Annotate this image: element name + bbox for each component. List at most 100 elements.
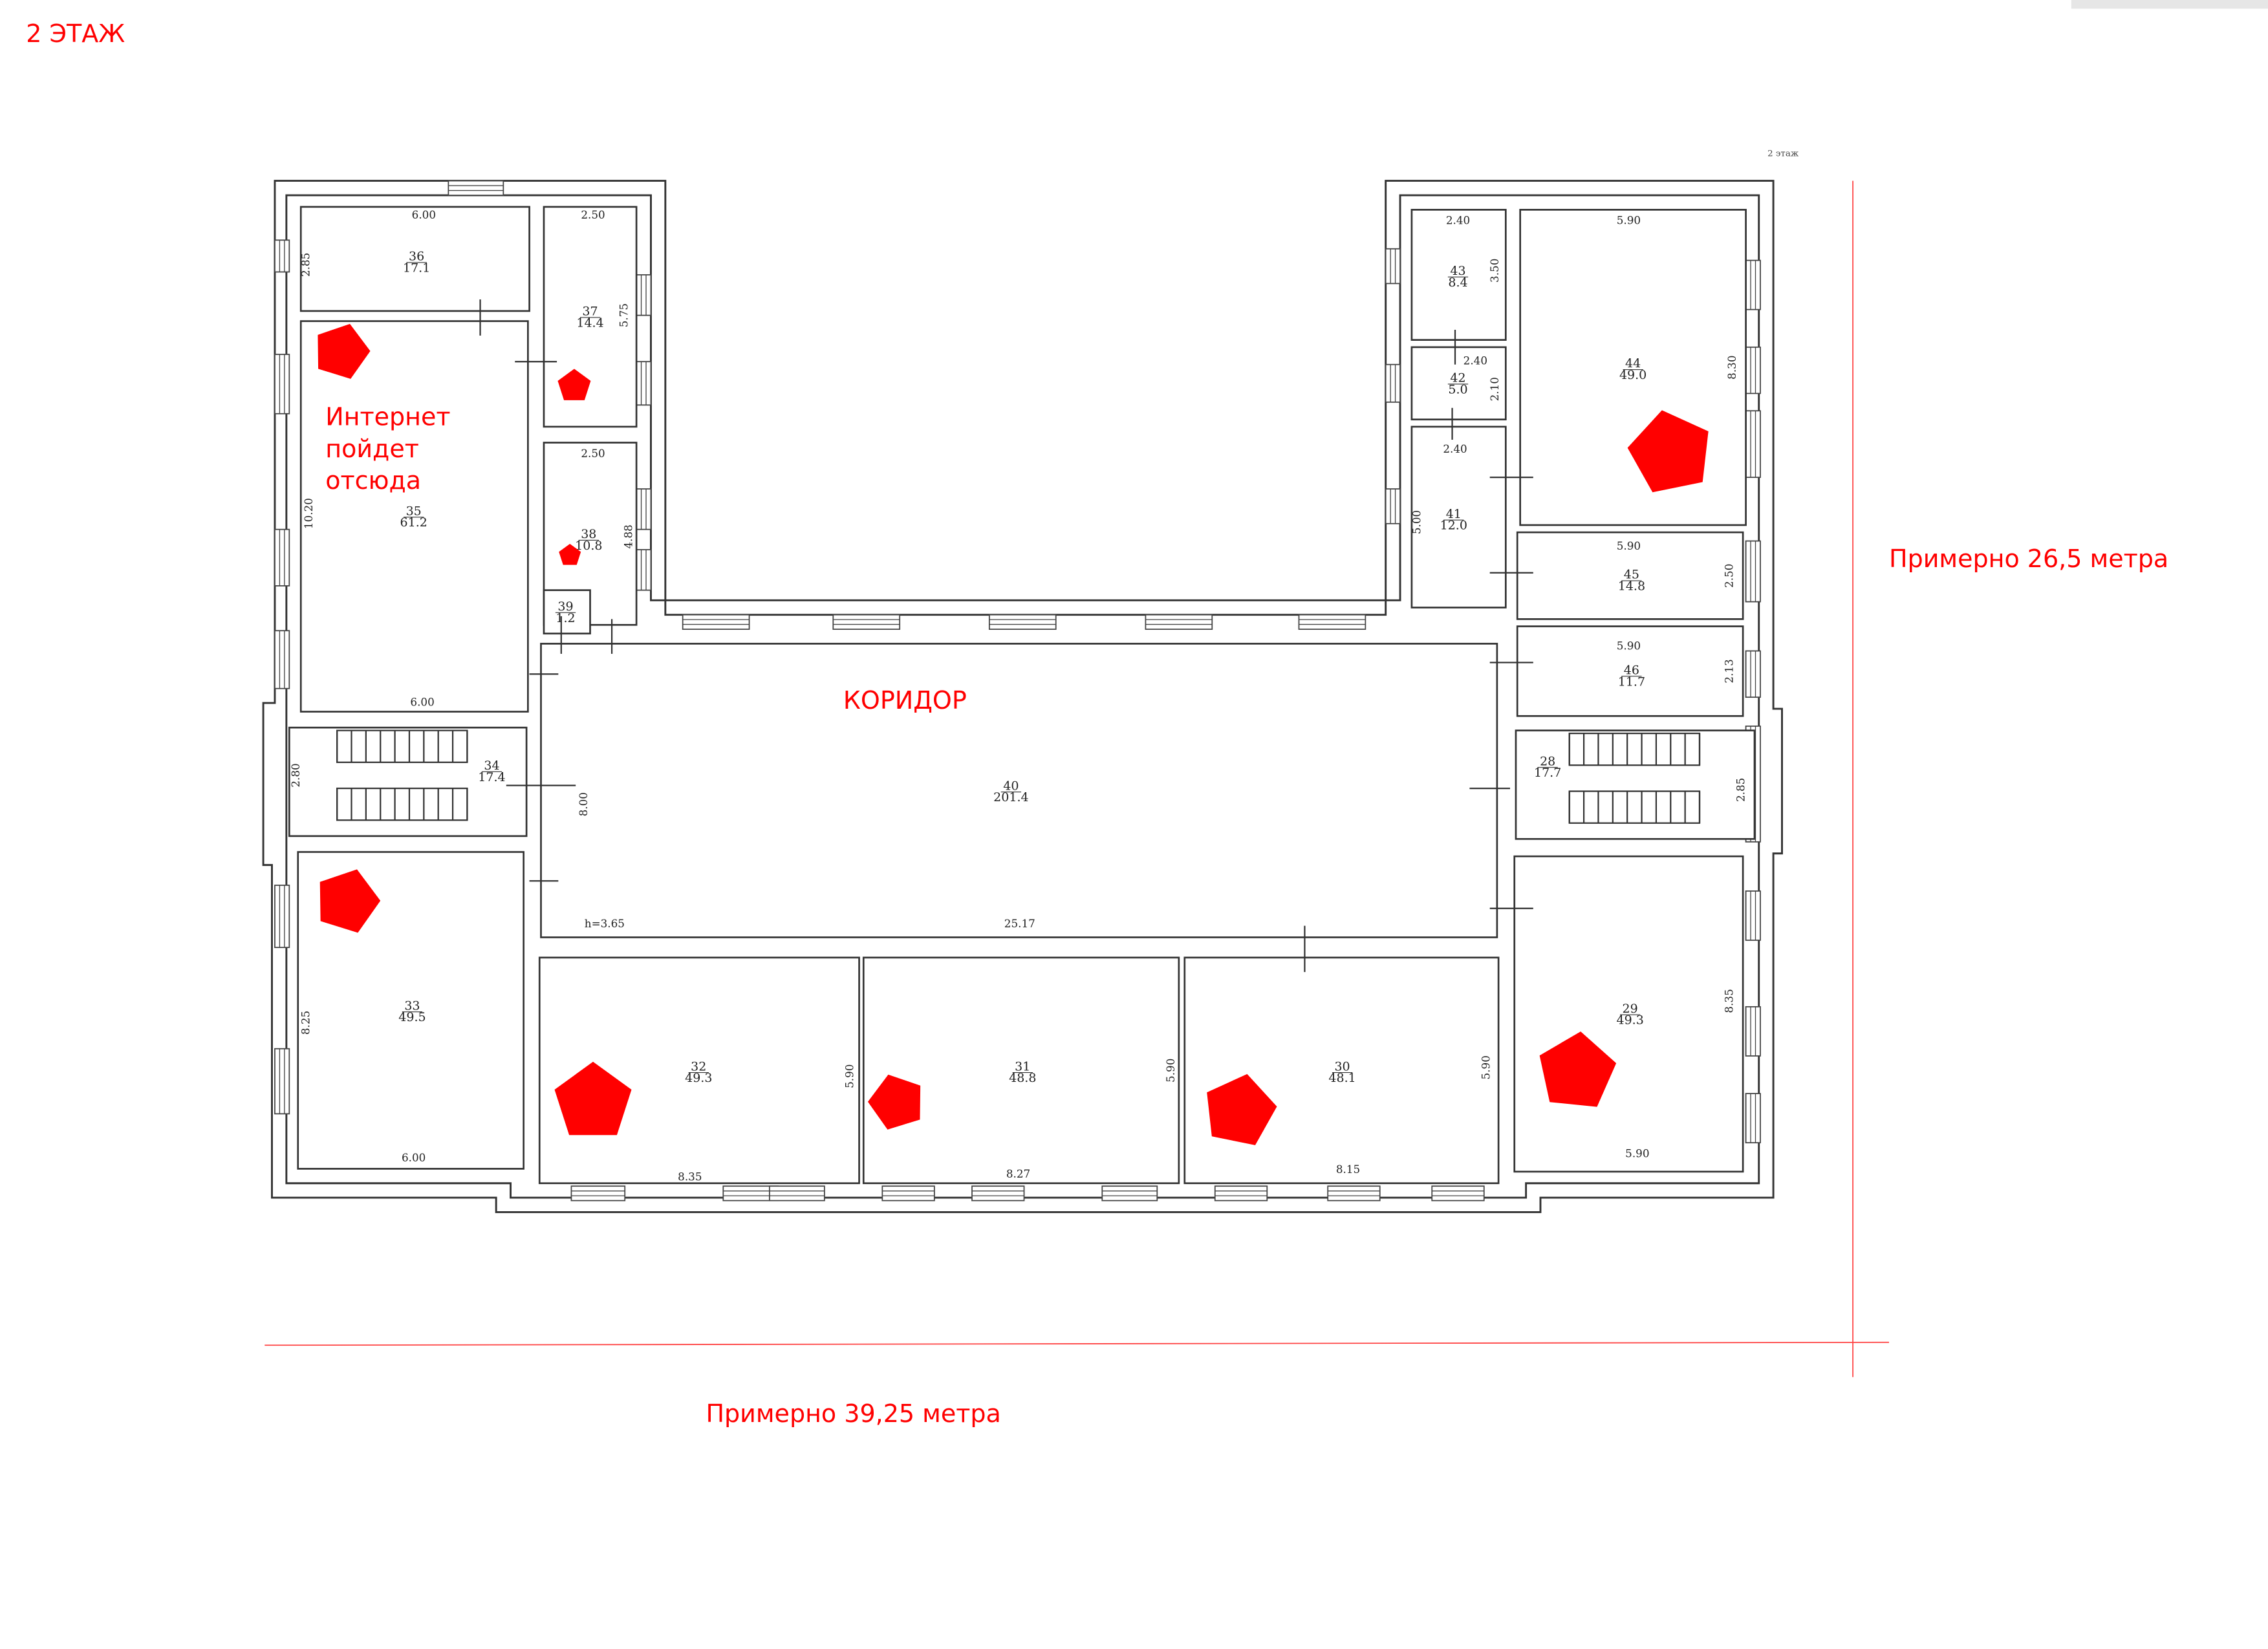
room-number: 37 — [582, 305, 598, 319]
window — [1385, 363, 1401, 403]
access-point-marker — [1627, 410, 1709, 493]
room-39: 391.2 — [543, 589, 591, 635]
window — [1745, 346, 1761, 394]
room-dimension: 2.13 — [1722, 659, 1735, 683]
room-number: 43 — [1450, 264, 1465, 278]
window — [274, 885, 290, 949]
room-dimension: 2.85 — [299, 253, 312, 277]
window — [274, 630, 290, 689]
window — [881, 1185, 935, 1202]
room-dimension: 2.40 — [1463, 354, 1487, 367]
window — [274, 528, 290, 587]
room-area: 14.4 — [576, 316, 603, 330]
access-point-marker — [557, 369, 591, 400]
window — [1298, 614, 1366, 630]
room-dimension: 5.90 — [1617, 214, 1641, 227]
window — [1385, 248, 1401, 285]
room-number: 38 — [581, 527, 596, 541]
room-dimension: 8.30 — [1725, 355, 1738, 379]
internet-note-line2: пойдет — [325, 435, 419, 463]
room-area: 5.0 — [1448, 382, 1467, 396]
room-outline — [1183, 956, 1500, 1185]
width-note: Примерно 39,25 метра — [706, 1399, 1000, 1428]
room-number: 31 — [1015, 1059, 1030, 1073]
window — [768, 1185, 825, 1202]
room-dimension: 5.90 — [1480, 1055, 1493, 1079]
room-number: 34 — [484, 759, 499, 773]
room-area: 49.3 — [685, 1071, 712, 1085]
room-outline — [288, 726, 528, 837]
window — [1145, 614, 1213, 630]
room-dimension: 5.00 — [1410, 510, 1423, 534]
room-outline — [299, 320, 529, 713]
window — [1745, 650, 1761, 698]
access-point-marker — [559, 544, 581, 565]
floor-title: 2 ЭТАЖ — [26, 19, 125, 48]
room-dimension: 5.90 — [1164, 1059, 1177, 1083]
staircase-28 — [1568, 732, 1701, 824]
window — [570, 1185, 626, 1202]
room-number: 45 — [1624, 568, 1639, 582]
windows — [274, 180, 1761, 1202]
window — [832, 614, 901, 630]
room-dimension: 2.10 — [1488, 377, 1501, 401]
room-dimension: 2.80 — [289, 763, 302, 787]
window — [636, 488, 652, 530]
window — [1745, 259, 1761, 310]
window — [1745, 890, 1761, 941]
room-number: 35 — [406, 504, 422, 518]
room-outline — [543, 589, 591, 635]
room-outline — [1519, 209, 1747, 526]
room-outline — [1410, 209, 1507, 341]
window — [636, 274, 652, 316]
window — [1385, 488, 1401, 524]
window — [988, 614, 1057, 630]
corridor-label: КОРИДОР — [843, 686, 967, 715]
room-dimension: 5.90 — [1617, 639, 1641, 652]
room-area: 61.2 — [400, 515, 427, 530]
window — [636, 361, 652, 406]
window — [1745, 1006, 1761, 1057]
room-dimension: 8.00 — [577, 792, 590, 816]
room-number: 36 — [409, 250, 424, 264]
room-number: 46 — [1624, 663, 1639, 677]
room-dimension: 6.00 — [402, 1151, 426, 1164]
room-number: 28 — [1540, 754, 1555, 768]
room-dimension: 8.27 — [1006, 1167, 1030, 1180]
room-outline — [862, 956, 1180, 1185]
room-dimension: 3.50 — [1488, 259, 1501, 283]
room-area: 1.2 — [556, 611, 575, 625]
room-outline — [1513, 855, 1744, 1173]
room-dimension: 25.17 — [1004, 917, 1035, 930]
room-dimension: 8.15 — [1336, 1163, 1360, 1176]
room-number: 32 — [691, 1059, 706, 1073]
window — [448, 180, 504, 196]
window — [636, 549, 652, 591]
window — [274, 1048, 290, 1115]
window — [274, 239, 290, 273]
room-outline — [1516, 531, 1744, 620]
room-outline — [540, 643, 1498, 938]
room-number: 33 — [404, 998, 420, 1013]
internet-note-line1: Интернет — [325, 403, 450, 431]
room-area: 12.0 — [1440, 519, 1467, 533]
room-outline — [1410, 346, 1507, 421]
corridor-height: h=3.65 — [585, 917, 625, 930]
access-point-marker — [867, 1074, 921, 1130]
room-area: 17.1 — [403, 261, 430, 275]
room-area: 17.7 — [1534, 766, 1561, 780]
window — [1745, 1093, 1761, 1143]
room-dimension: 5.90 — [1625, 1147, 1649, 1159]
scan-edge — [2071, 0, 2268, 9]
room-outline — [299, 206, 530, 312]
room-dimension: 6.00 — [410, 696, 434, 709]
